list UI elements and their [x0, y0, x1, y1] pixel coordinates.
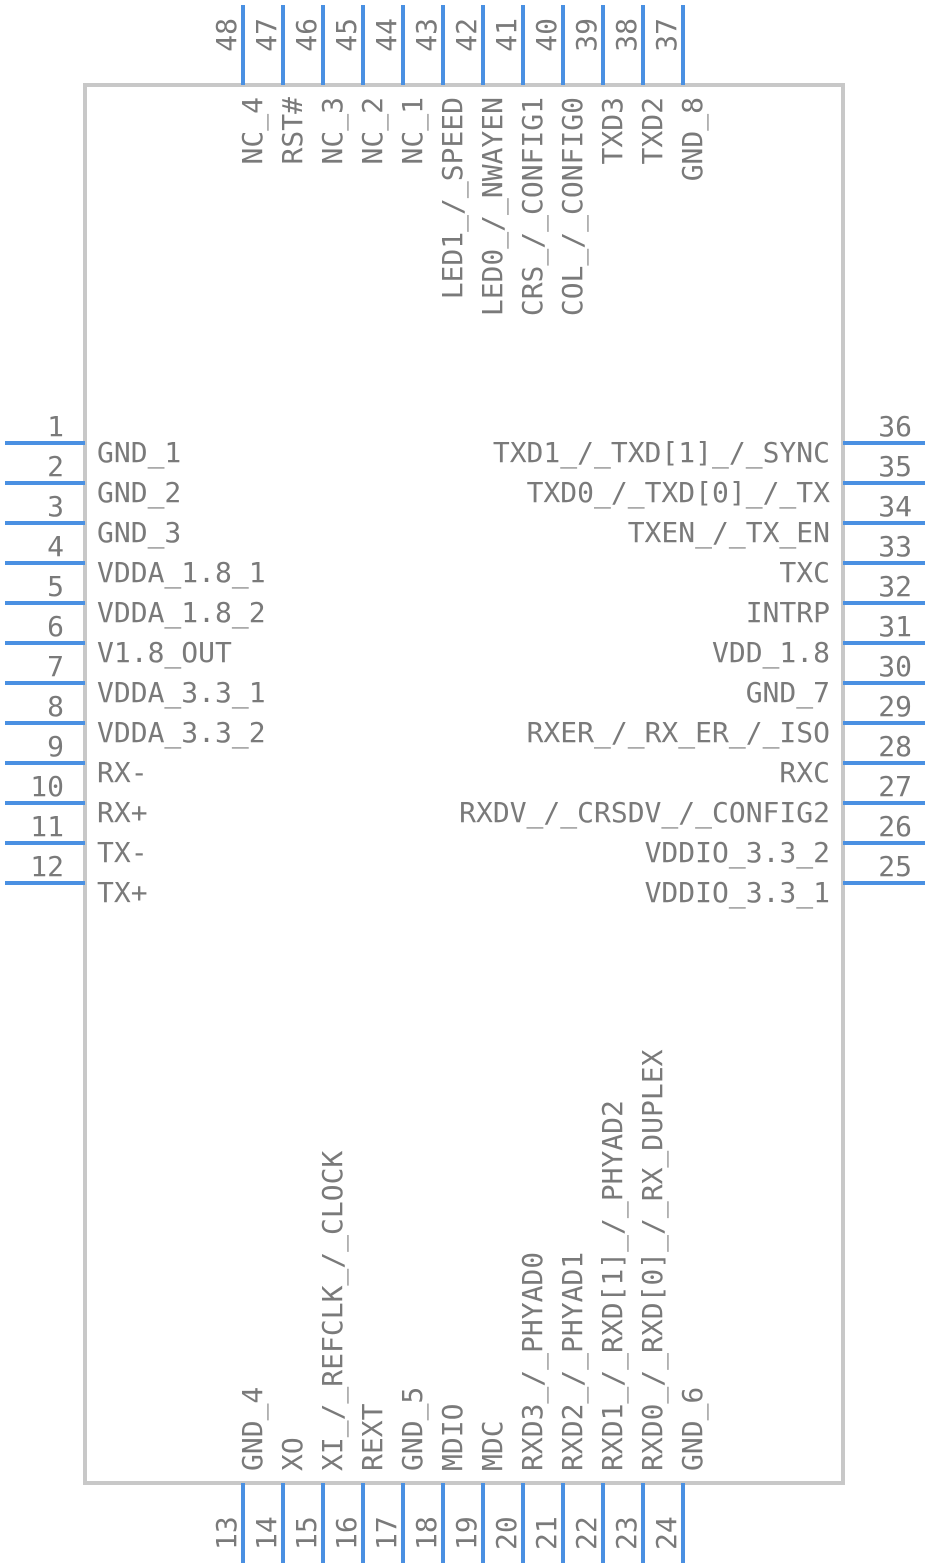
- pin-34-number: 34: [878, 490, 912, 523]
- pin-11-number: 11: [30, 810, 64, 843]
- pin-41-number: 41: [490, 18, 523, 52]
- pin-4-number: 4: [47, 530, 64, 563]
- pin-5-number: 5: [47, 570, 64, 603]
- pin-25-label: VDDIO_3.3_1: [645, 876, 830, 910]
- pin-14-label: XO: [276, 1437, 309, 1471]
- pin-47-number: 47: [250, 18, 283, 52]
- pin-33-label: TXC: [779, 556, 830, 589]
- pin-6-label: V1.8_OUT: [97, 636, 232, 670]
- pin-34-label: TXEN_/_TX_EN: [628, 516, 830, 550]
- pin-37-number: 37: [650, 18, 683, 52]
- pin-20-label: RXD3_/_PHYAD0: [516, 1252, 550, 1471]
- pin-9-label: RX-: [97, 756, 148, 789]
- pin-17-label: GND_5: [396, 1387, 430, 1471]
- pin-38-number: 38: [610, 18, 643, 52]
- pin-12-number: 12: [30, 850, 64, 883]
- pin-3-label: GND_3: [97, 516, 181, 550]
- pin-36-label: TXD1_/_TXD[1]_/_SYNC: [493, 436, 830, 470]
- pin-39-number: 39: [570, 18, 603, 52]
- pin-2-label: GND_2: [97, 476, 181, 510]
- pin-35-number: 35: [878, 450, 912, 483]
- pin-3-number: 3: [47, 490, 64, 523]
- pin-38-label: TXD2: [636, 97, 669, 164]
- pin-4-label: VDDA_1.8_1: [97, 556, 266, 590]
- pin-31-label: VDD_1.8: [712, 636, 830, 670]
- pin-24-label: GND_6: [676, 1387, 710, 1471]
- pin-26-label: VDDIO_3.3_2: [645, 836, 830, 870]
- pin-39-label: TXD3: [596, 97, 629, 164]
- pin-17-number: 17: [370, 1516, 403, 1550]
- pin-1-label: GND_1: [97, 436, 181, 470]
- pin-19-label: MDC: [476, 1420, 509, 1471]
- pin-10-number: 10: [30, 770, 64, 803]
- pin-31-number: 31: [878, 610, 912, 643]
- pin-27-number: 27: [878, 770, 912, 803]
- pin-41-label: CRS_/_CONFIG1: [516, 97, 550, 316]
- pin-11-label: TX-: [97, 836, 148, 869]
- pin-46-label: NC_3: [316, 97, 350, 164]
- pin-29-label: RXER_/_RX_ER_/_ISO: [527, 716, 830, 750]
- pin-16-label: REXT: [356, 1403, 389, 1471]
- pin-45-number: 45: [330, 18, 363, 52]
- pin-23-number: 23: [610, 1516, 643, 1550]
- pin-8-number: 8: [47, 690, 64, 723]
- pin-22-number: 22: [570, 1516, 603, 1550]
- pin-2-number: 2: [47, 450, 64, 483]
- pin-26-number: 26: [878, 810, 912, 843]
- pin-13-label: GND_4: [236, 1387, 270, 1471]
- pin-46-number: 46: [290, 18, 323, 52]
- pin-47-label: RST#: [276, 97, 309, 165]
- pin-16-number: 16: [330, 1516, 363, 1550]
- pin-10-label: RX+: [97, 796, 148, 829]
- pin-6-number: 6: [47, 610, 64, 643]
- pin-43-number: 43: [410, 18, 443, 52]
- pin-32-label: INTRP: [746, 596, 830, 629]
- pin-1-number: 1: [47, 410, 64, 443]
- pin-40-number: 40: [530, 18, 563, 52]
- pin-33-number: 33: [878, 530, 912, 563]
- pin-29-number: 29: [878, 690, 912, 723]
- pin-48-label: NC_4: [236, 97, 270, 164]
- pin-28-number: 28: [878, 730, 912, 763]
- pin-21-label: RXD2_/_PHYAD1: [556, 1252, 590, 1471]
- pin-30-number: 30: [878, 650, 912, 683]
- pin-37-label: GND_8: [676, 97, 710, 181]
- pin-7-label: VDDA_3.3_1: [97, 676, 266, 710]
- pin-43-label: LED1_/_SPEED: [436, 97, 470, 299]
- pin-35-label: TXD0_/_TXD[0]_/_TX: [527, 476, 831, 510]
- pin-32-number: 32: [878, 570, 912, 603]
- pin-14-number: 14: [250, 1516, 283, 1550]
- pin-18-label: MDIO: [436, 1404, 469, 1471]
- pin-20-number: 20: [490, 1516, 523, 1550]
- pin-22-label: RXD1_/_RXD[1]_/_PHYAD2: [596, 1100, 630, 1471]
- pin-40-label: COL_/_CONFIG0: [556, 97, 590, 316]
- pin-27-label: RXDV_/_CRSDV_/_CONFIG2: [459, 796, 830, 830]
- pin-42-label: LED0_/_NWAYEN: [476, 97, 510, 316]
- pin-7-number: 7: [47, 650, 64, 683]
- pin-24-number: 24: [650, 1516, 683, 1550]
- pin-15-number: 15: [290, 1516, 323, 1550]
- pin-48-number: 48: [210, 18, 243, 52]
- pin-44-number: 44: [370, 18, 403, 52]
- pin-18-number: 18: [410, 1516, 443, 1550]
- pin-23-label: RXD0_/_RXD[0]_/_RX_DUPLEX: [636, 1049, 670, 1471]
- ic-body: [83, 83, 845, 1485]
- pin-25-number: 25: [878, 850, 912, 883]
- pin-28-label: RXC: [779, 756, 830, 789]
- pin-8-label: VDDA_3.3_2: [97, 716, 266, 750]
- pin-15-label: XI_/_REFCLK_/_CLOCK: [316, 1151, 350, 1471]
- pin-45-label: NC_2: [356, 97, 390, 164]
- pin-30-label: GND_7: [746, 676, 830, 710]
- pin-44-label: NC_1: [396, 97, 430, 164]
- pin-21-number: 21: [530, 1516, 563, 1550]
- pin-13-number: 13: [210, 1516, 243, 1550]
- pin-5-label: VDDA_1.8_2: [97, 596, 266, 630]
- pin-9-number: 9: [47, 730, 64, 763]
- pin-36-number: 36: [878, 410, 912, 443]
- pin-42-number: 42: [450, 18, 483, 52]
- pin-12-label: TX+: [97, 876, 148, 909]
- pin-19-number: 19: [450, 1516, 483, 1550]
